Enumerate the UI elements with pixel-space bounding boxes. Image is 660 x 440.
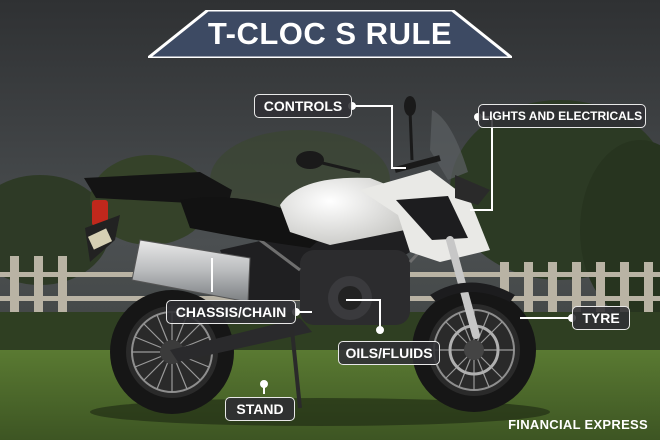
headlight-beak (455, 175, 490, 205)
page-title: T-CLOC S RULE (207, 16, 453, 51)
title-banner: T-CLOC S RULE (148, 10, 512, 58)
publisher-credit: FINANCIAL EXPRESS (508, 417, 648, 432)
swingarm (170, 318, 312, 362)
label-chassis-chain: CHASSIS/CHAIN (166, 300, 296, 324)
side-stand (290, 329, 302, 409)
label-tyre: TYRE (572, 306, 630, 330)
front-mudguard (430, 282, 515, 302)
banner-shape (148, 10, 512, 58)
seat (180, 197, 330, 248)
fairing-panel (396, 196, 468, 240)
label-lights-electricals: LIGHTS AND ELECTRICALS (478, 104, 646, 128)
engine (259, 228, 442, 325)
callout-lines (211, 102, 576, 394)
motorcycle (84, 96, 536, 414)
front-wheel (412, 288, 536, 412)
windscreen (430, 110, 468, 180)
rear-rack (84, 172, 232, 262)
label-stand: STAND (225, 397, 295, 421)
bike-shadow (90, 398, 550, 426)
label-controls: CONTROLS (254, 94, 352, 118)
label-oils-fluids: OILS/FLUIDS (338, 341, 440, 365)
